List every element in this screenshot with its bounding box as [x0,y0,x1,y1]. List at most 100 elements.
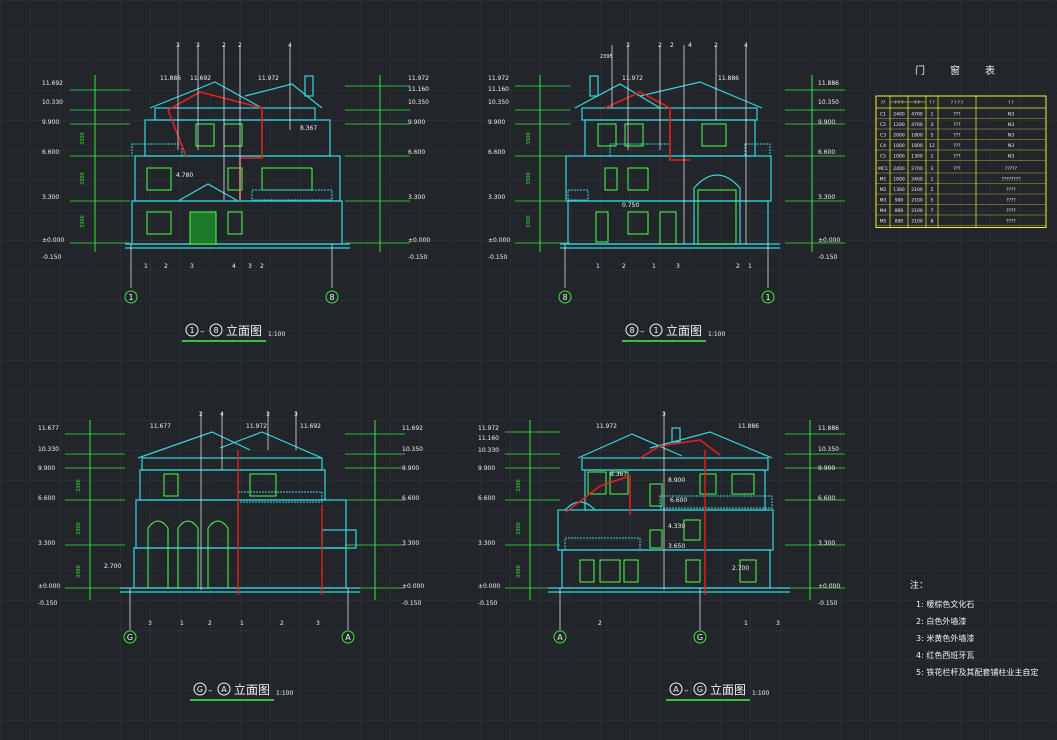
svg-text:1:100: 1:100 [268,331,285,338]
schedule-cell: 2400 [893,112,905,118]
schedule-cell: 1800 [893,177,905,183]
balcony-railing [567,143,771,201]
schedule-header-cell: ? ? ? [895,100,904,105]
level-mark: 8.900 [668,477,685,484]
level-dimension-left: 11.677 10.330 9.900 6.600 3.300 ±0.000 -… [38,420,125,607]
schedule-header-cell: ?? [881,100,885,105]
ridge-mark: 11.886 [160,75,181,82]
level-dimension-left: 11.972 11.160 10.350 9.900 6.600 3.300 ±… [488,75,570,261]
svg-text:8: 8 [213,326,218,335]
schedule-cell: 1300 [911,154,923,160]
level-mark: 4.330 [668,523,685,530]
level-label: 10.330 [42,99,63,106]
level-label: 11.972 [478,425,499,432]
material-tag: 2 [714,42,718,49]
window-group [147,473,277,588]
level-label: 10.350 [402,446,423,453]
material-tag: 4 [688,42,692,49]
schedule-cell: N3 [1008,143,1014,149]
level-label: ±0.000 [402,583,424,590]
schedule-title-char: 门 [915,64,925,77]
leader-lines [130,45,333,288]
vertical-dim: 3300 [526,132,532,145]
vertical-dim: 3300 [76,479,82,492]
schedule-header-cell: ? ? [914,100,920,105]
level-label: 6.600 [478,495,495,502]
schedule-cell: ??? [953,133,961,139]
material-tag: 2 [670,42,674,49]
window-group [595,123,737,245]
svg-text:2: 2 [208,620,212,627]
ridge-mark: 11.886 [718,75,739,82]
elevation-1-8[interactable]: 11.692 10.330 9.900 6.600 3.300 ±0.000 -… [42,42,430,342]
level-label: -0.150 [478,600,498,607]
schedule-cell: ???? [1006,187,1016,193]
vertical-dim: 3300 [526,215,532,228]
vertical-dim: 3300 [516,479,522,492]
svg-text:2: 2 [598,620,602,627]
level-label: 11.972 [408,75,429,82]
svg-text:8: 8 [629,326,634,335]
schedule-cell: 2100 [911,198,923,204]
axis-bubble-left: 8 [558,290,572,304]
svg-text:2: 2 [280,620,284,627]
elevation-8-1[interactable]: 11.972 11.160 10.350 9.900 6.600 3.300 ±… [488,42,845,342]
ridge-mark: 11.972 [246,423,267,430]
window-group [146,123,313,245]
level-label: 6.600 [38,495,55,502]
schedule-cell: ???? [1006,219,1016,225]
svg-text:立面图: 立面图 [710,682,746,697]
axis-bubble-right: 8 [325,290,339,304]
schedule-cell: 1 [931,177,934,183]
level-mark: 2.700 [104,563,121,570]
schedule-cell: 2 [931,187,934,193]
note-item: 2: 白色外墙漆 [916,616,966,626]
schedule-cell: M5 [880,219,887,225]
level-label: 11.886 [818,425,839,432]
svg-text:3: 3 [190,263,194,270]
schedule-cell: 1800 [911,143,923,149]
level-label: 10.350 [818,99,839,106]
leader-lines [564,45,769,288]
level-label: 3.300 [818,194,835,201]
svg-text:–: – [640,327,645,337]
svg-text:8: 8 [562,293,567,302]
level-label: 6.600 [818,495,835,502]
svg-text:A: A [221,685,227,694]
schedule-cell: N3 [1008,112,1014,118]
level-label: 3.300 [402,540,419,547]
level-label: -0.150 [818,254,838,261]
svg-text:G: G [697,633,703,642]
elevation-g-a[interactable]: 11.677 10.330 9.900 6.600 3.300 ±0.000 -… [38,411,424,701]
level-label: -0.150 [488,254,508,261]
level-label: -0.150 [408,254,428,261]
level-mark: 6.600 [670,497,687,504]
material-tag: 3 [294,411,298,418]
elevation-a-g[interactable]: 11.972 11.160 10.330 9.900 6.600 3.300 ±… [478,411,845,701]
level-label: ±0.000 [42,237,64,244]
elevation-title: 1 – 8 立面图 1:100 [182,323,285,342]
schedule-header-cell: ? ? [1008,100,1014,105]
level-mark: 0.750 [622,202,639,209]
level-label: 11.160 [478,435,499,442]
note-item: 4: 红色西班牙瓦 [916,650,974,660]
building-outline [125,75,350,249]
svg-text:1: 1 [765,293,770,302]
ridge-mark: 11.692 [190,75,211,82]
level-label: 11.160 [408,86,429,93]
level-label: 11.160 [488,86,509,93]
level-label: 10.350 [818,446,839,453]
ridge-mark: 11.692 [300,423,321,430]
schedule-cell: ???????? [1001,177,1021,183]
svg-text:3: 3 [676,263,680,270]
schedule-cell: ??? [953,122,961,128]
axis-bubble-left: 1 [124,290,138,304]
level-label: 3.300 [408,194,425,201]
vertical-dim: 3300 [516,522,522,535]
level-mark: 8.367 [610,471,627,478]
schedule-cell: 3 [931,166,934,172]
svg-text:1: 1 [180,620,184,627]
level-label: 9.900 [488,119,505,126]
